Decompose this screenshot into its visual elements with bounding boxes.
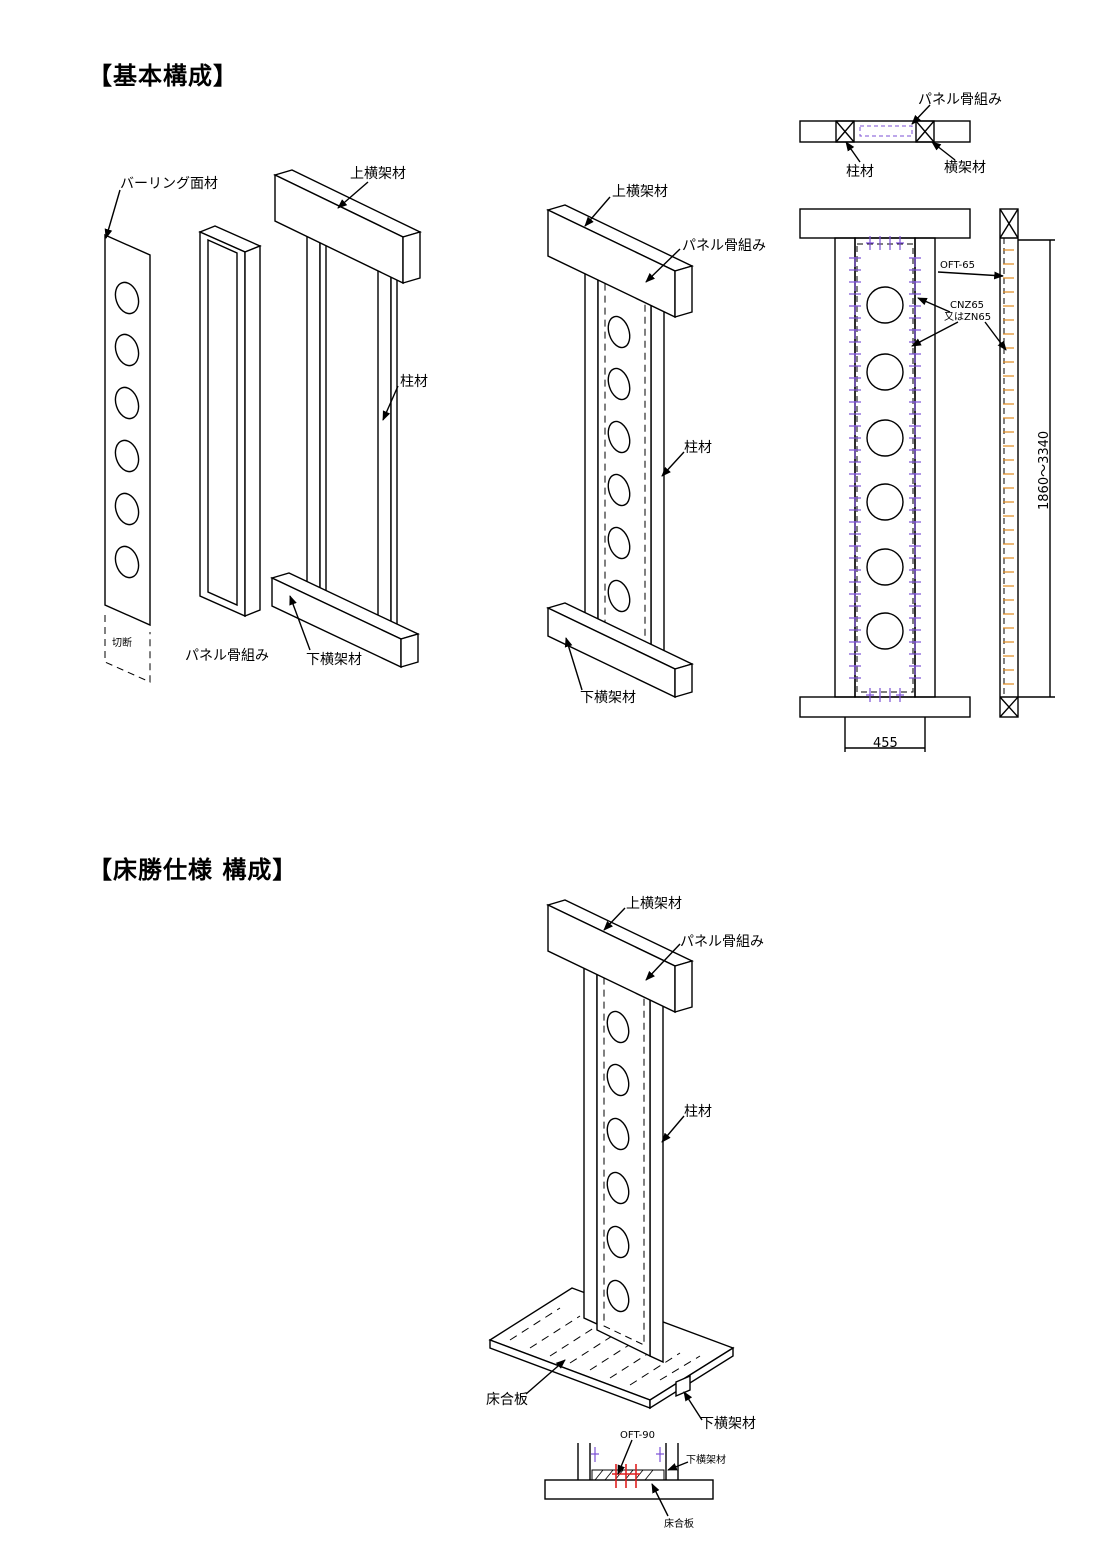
floor-board [488, 1287, 735, 1410]
label-column-2: 柱材 [684, 440, 712, 456]
panel-frame [198, 225, 262, 618]
side-section [999, 208, 1055, 718]
frame-assembly [270, 169, 422, 669]
screws-right [909, 257, 921, 679]
label-lower-beam-3: 下横架材 [700, 1416, 756, 1432]
label-floor-board-2: 床合板 [664, 1517, 694, 1530]
label-floor-board-1: 床合板 [486, 1392, 528, 1408]
label-oft65: OFT-65 [940, 260, 975, 271]
label-panel-frame-4: パネル骨組み [680, 934, 764, 950]
label-lower-beam-1: 下横架材 [306, 652, 362, 668]
floor-wall-holes [606, 1010, 630, 1313]
heading-floor: 【床勝仕様 構成】 [88, 856, 298, 884]
assembled-holes [607, 315, 631, 613]
assembled-wall [546, 204, 694, 699]
label-height-range: 1860〜3340 [1037, 431, 1052, 510]
label-burring-panel: バーリング面材 [120, 176, 218, 192]
label-upper-beam-3: 上横架材 [626, 896, 682, 912]
label-cut: 切断 [112, 636, 132, 649]
floor-wall [546, 899, 694, 1364]
heading-basic: 【基本構成】 [88, 62, 238, 90]
label-panel-frame-3: パネル骨組み [918, 92, 1002, 108]
screws-top-bottom [866, 236, 904, 702]
label-oft90: OFT-90 [620, 1430, 655, 1441]
floor-detail [544, 1443, 714, 1500]
screws-left [849, 257, 861, 679]
label-cnz65: CNZ65 [950, 300, 984, 311]
elevation-holes [866, 286, 904, 650]
label-column-3: 柱材 [846, 164, 874, 180]
label-width: 455 [873, 736, 898, 751]
label-lower-beam-2: 下横架材 [580, 690, 636, 706]
label-panel-frame-2: パネル骨組み [682, 238, 766, 254]
label-upper-beam-2: 上横架材 [612, 184, 668, 200]
burring-panel [104, 189, 151, 683]
elevation [799, 208, 971, 752]
plan-section [799, 120, 971, 143]
side-nails [1003, 249, 1014, 685]
label-column-4: 柱材 [684, 1104, 712, 1120]
label-beam: 横架材 [944, 160, 986, 176]
label-column-1: 柱材 [400, 374, 428, 390]
label-panel-frame-1: パネル骨組み [185, 648, 269, 664]
label-lower-beam-detail: 下横架材 [686, 1453, 726, 1466]
label-upper-beam-1: 上横架材 [350, 166, 406, 182]
label-zn65: 又はZN65 [944, 311, 991, 323]
panel-holes [114, 281, 140, 579]
